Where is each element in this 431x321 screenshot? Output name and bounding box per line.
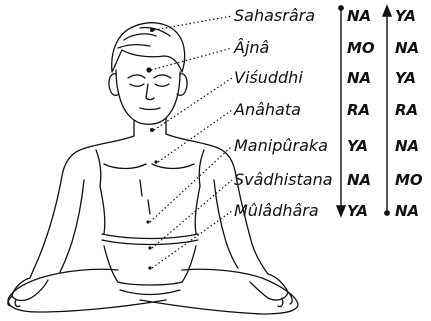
- syllable-col2-2: YA: [395, 68, 416, 88]
- syllable-col2-3: RA: [395, 100, 418, 120]
- chakra-name-2: Viśuddhi: [234, 68, 303, 88]
- chakra-name-1: Âjnâ: [234, 38, 269, 58]
- syllable-col2-0: YA: [395, 6, 416, 26]
- syllable-col2-6: NA: [395, 201, 419, 221]
- syllable-col2-1: NA: [395, 38, 419, 58]
- col1-arrow: [337, 6, 345, 216]
- chakra-name-0: Sahasrâra: [234, 6, 315, 26]
- syllable-col2-4: NA: [395, 136, 419, 156]
- syllable-col1-4: YA: [347, 136, 368, 156]
- syllable-col1-6: YA: [347, 201, 368, 221]
- chakra-name-4: Manipûraka: [234, 136, 328, 156]
- chakra-name-6: Mûlâdhâra: [234, 201, 319, 221]
- syllable-col1-0: NA: [347, 6, 371, 26]
- syllable-col1-5: NA: [347, 170, 371, 190]
- syllable-col1-2: NA: [347, 68, 371, 88]
- chakra-name-5: Svâdhistana: [234, 170, 333, 190]
- chakra-name-3: Anâhata: [234, 100, 301, 120]
- syllable-col1-1: MO: [347, 38, 375, 58]
- syllable-col1-3: RA: [347, 100, 370, 120]
- syllable-col2-5: MO: [395, 170, 423, 190]
- col2-arrow: [383, 6, 391, 215]
